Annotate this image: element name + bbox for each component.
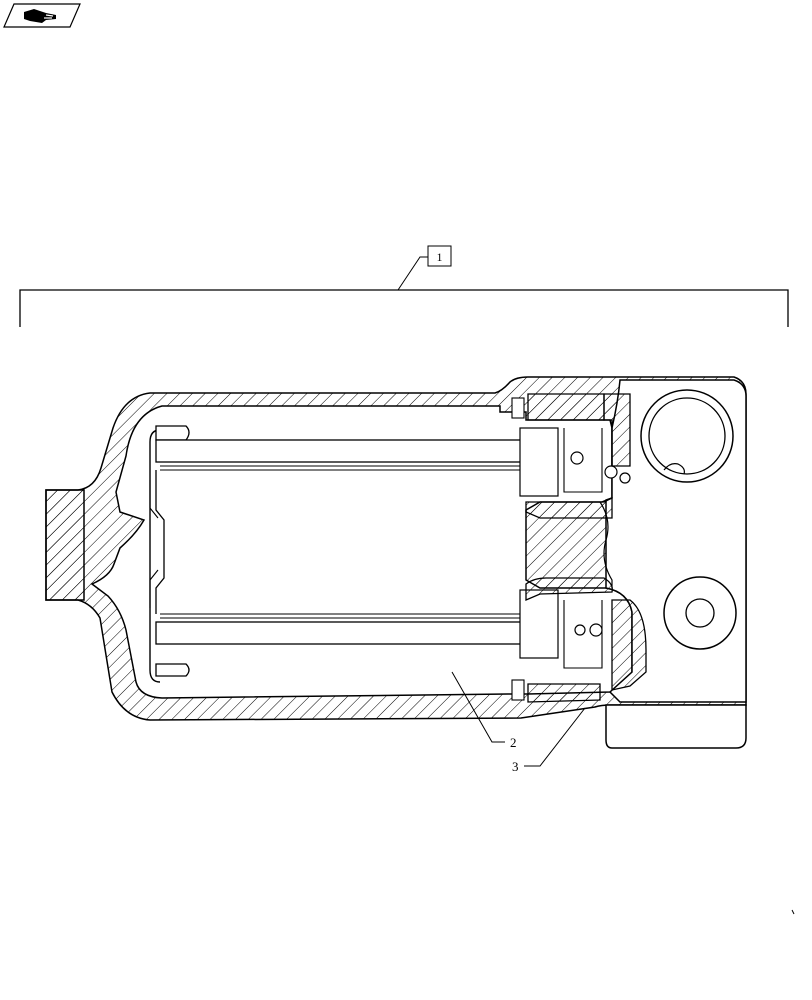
lower-seal — [511, 577, 647, 703]
leader-3 — [524, 707, 586, 767]
leader-2 — [451, 671, 505, 743]
label-3: 3 — [512, 759, 519, 774]
callout-1-leader — [397, 256, 428, 291]
corner-mark — [791, 909, 795, 915]
lower-port — [663, 576, 737, 650]
hand-pointer-icon[interactable] — [3, 3, 81, 28]
label-2: 2 — [510, 735, 517, 750]
end-plug — [45, 489, 85, 601]
lower-lug — [605, 704, 747, 749]
filter-element — [149, 425, 559, 683]
callout-1-label: 1 — [437, 250, 443, 264]
callout-1[interactable]: 1 — [427, 245, 452, 267]
upper-seal — [511, 393, 631, 519]
assembly-bracket — [19, 289, 789, 327]
upper-port — [640, 389, 734, 483]
